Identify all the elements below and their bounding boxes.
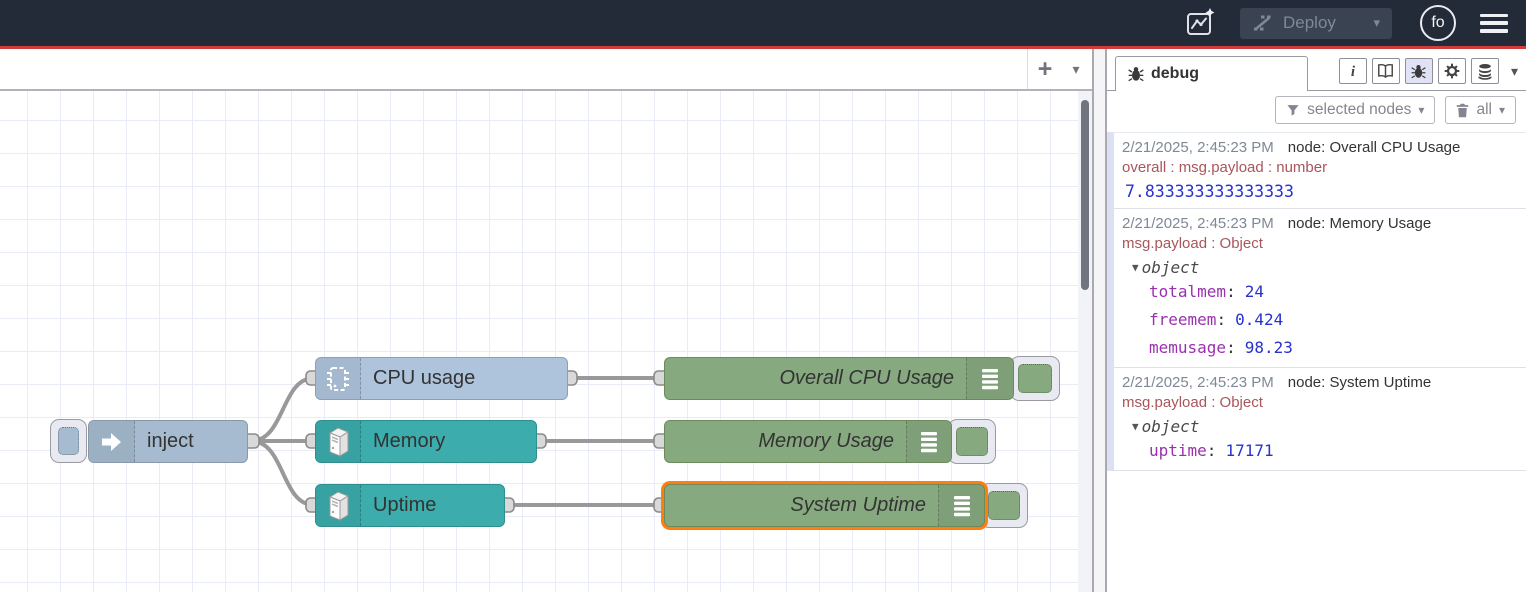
node-cpu-usage[interactable]: CPU usage xyxy=(315,357,568,400)
node-debug-overall-cpu[interactable]: Overall CPU Usage xyxy=(664,357,1014,400)
debug-tab-button[interactable] xyxy=(1404,58,1433,84)
chip-icon xyxy=(316,358,361,399)
workspace-tab-actions: + ▾ xyxy=(1027,49,1090,89)
header-bar: Deploy ▾ fo xyxy=(0,0,1526,49)
deploy-button[interactable]: Deploy ▾ xyxy=(1240,7,1392,39)
object-entry: memusage:98.23 xyxy=(1149,338,1293,357)
debug-toggle-overall-cpu[interactable] xyxy=(1010,356,1060,401)
object-entry: totalmem:24 xyxy=(1149,282,1264,301)
message-source-node: node: Overall CPU Usage xyxy=(1287,139,1461,156)
node-label: Memory Usage xyxy=(758,430,894,452)
filter-caret-icon: ▾ xyxy=(1418,103,1425,117)
trash-icon xyxy=(1457,103,1469,117)
inject-arrow-icon xyxy=(89,421,135,462)
main-menu-icon[interactable] xyxy=(1480,13,1508,33)
flow-sparkle-icon-svg xyxy=(1187,8,1215,35)
debug-list-icon xyxy=(966,358,1013,399)
clear-dropdown-button[interactable]: all ▾ xyxy=(1445,96,1516,124)
debug-message[interactable]: 2/21/2025, 2:45:23 PM node: Overall CPU … xyxy=(1107,132,1526,209)
clear-caret-icon: ▾ xyxy=(1498,103,1505,117)
node-label: Memory xyxy=(373,430,446,452)
add-flow-button[interactable]: + xyxy=(1037,55,1053,83)
object-expander[interactable]: ▼object xyxy=(1132,258,1200,277)
workspace-tab-strip: + ▾ xyxy=(0,49,1092,91)
bug-icon xyxy=(1128,67,1144,82)
message-property-path: msg.payload : Object xyxy=(1122,235,1263,252)
message-property-path: overall : msg.payload : number xyxy=(1122,159,1328,176)
node-debug-system-uptime[interactable]: System Uptime xyxy=(664,484,985,527)
clear-label: all xyxy=(1476,101,1492,118)
deploy-label: Deploy xyxy=(1283,13,1336,32)
server-tower-icon xyxy=(316,485,361,526)
sidebar-options-caret-icon[interactable]: ▾ xyxy=(1510,62,1518,79)
sidebar-tab-row: debug i ▾ xyxy=(1107,49,1526,91)
flow-sparkle-icon[interactable] xyxy=(1184,6,1218,40)
filter-dropdown-button[interactable]: selected nodes ▾ xyxy=(1275,96,1436,124)
message-timestamp: 2/21/2025, 2:45:23 PM xyxy=(1122,215,1274,232)
avatar-initials: fo xyxy=(1431,14,1445,31)
node-label: System Uptime xyxy=(790,494,926,516)
svg-text:i: i xyxy=(1351,64,1356,79)
debug-message-list: 2/21/2025, 2:45:23 PM node: Overall CPU … xyxy=(1107,132,1526,471)
collapse-caret-icon: ▼ xyxy=(1132,261,1139,274)
sidebar-resize-handle[interactable] xyxy=(1092,49,1105,592)
config-tab-button[interactable] xyxy=(1437,58,1466,84)
inject-run-button[interactable] xyxy=(50,419,87,463)
debug-toggle-face xyxy=(1018,364,1052,393)
inject-run-button-face xyxy=(58,427,79,455)
object-entry: uptime:17171 xyxy=(1149,441,1274,460)
object-entry: freemem:0.424 xyxy=(1149,310,1284,329)
node-label: CPU usage xyxy=(373,367,476,389)
debug-toggle-memory[interactable] xyxy=(948,419,996,464)
message-source-node: node: Memory Usage xyxy=(1287,215,1432,232)
debug-list-icon xyxy=(938,485,984,526)
debug-toggle-uptime[interactable] xyxy=(980,483,1028,528)
message-timestamp: 2/21/2025, 2:45:23 PM xyxy=(1122,374,1274,391)
funnel-icon xyxy=(1287,105,1299,116)
object-expander[interactable]: ▼object xyxy=(1132,417,1200,436)
debug-message[interactable]: 2/21/2025, 2:45:23 PM node: Memory Usage… xyxy=(1107,209,1526,368)
node-debug-memory[interactable]: Memory Usage xyxy=(664,420,952,463)
node-memory[interactable]: Memory xyxy=(315,420,537,463)
user-avatar[interactable]: fo xyxy=(1420,5,1456,41)
node-inject[interactable]: inject xyxy=(88,420,248,463)
debug-list-icon xyxy=(906,421,951,462)
sidebar-icon-buttons: i ▾ xyxy=(1338,58,1526,90)
debug-toggle-face xyxy=(956,427,988,456)
flow-list-caret-icon[interactable]: ▾ xyxy=(1072,60,1080,77)
debug-toolbar: selected nodes ▾ all ▾ xyxy=(1107,91,1526,129)
message-property-path: msg.payload : Object xyxy=(1122,394,1263,411)
node-label: inject xyxy=(147,430,194,452)
debug-sidebar: debug i ▾ xyxy=(1105,49,1526,592)
node-uptime[interactable]: Uptime xyxy=(315,484,505,527)
help-tab-button[interactable] xyxy=(1371,58,1400,84)
message-value: 7.833333333333333 xyxy=(1125,182,1294,201)
server-tower-icon xyxy=(316,421,361,462)
canvas-scrollbar-thumb[interactable] xyxy=(1081,100,1089,290)
node-label: Uptime xyxy=(373,494,437,516)
debug-toggle-face xyxy=(988,491,1020,520)
debug-message[interactable]: 2/21/2025, 2:45:23 PM node: System Uptim… xyxy=(1107,368,1526,471)
filter-label: selected nodes xyxy=(1307,101,1412,118)
collapse-caret-icon: ▼ xyxy=(1132,420,1139,433)
deploy-caret-icon[interactable]: ▾ xyxy=(1373,15,1380,30)
context-tab-button[interactable] xyxy=(1470,58,1499,84)
message-timestamp: 2/21/2025, 2:45:23 PM xyxy=(1122,139,1274,156)
message-source-node: node: System Uptime xyxy=(1287,374,1432,391)
info-tab-button[interactable]: i xyxy=(1338,58,1367,84)
tab-debug-label: debug xyxy=(1151,65,1199,82)
tab-debug[interactable]: debug xyxy=(1115,56,1308,91)
deploy-icon xyxy=(1254,15,1272,31)
node-label: Overall CPU Usage xyxy=(779,367,954,389)
